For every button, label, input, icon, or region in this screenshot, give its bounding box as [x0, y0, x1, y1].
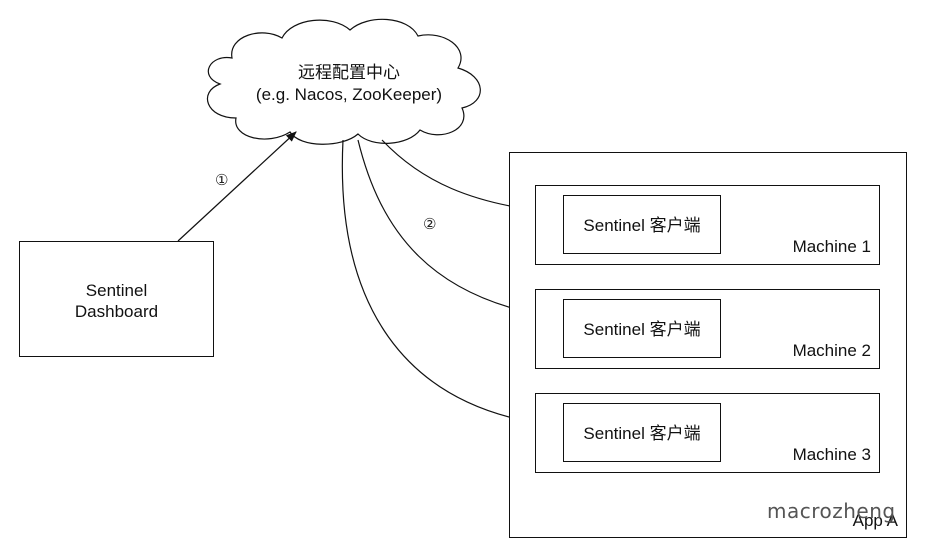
watermark-text: macrozheng [767, 499, 896, 523]
machine-3-label: Machine 3 [792, 445, 871, 464]
step-two-marker: ② [423, 215, 437, 233]
sentinel-dashboard-box: Sentinel Dashboard [19, 241, 214, 357]
config-center-examples: (e.g. Nacos, ZooKeeper) [255, 85, 443, 104]
machine-2-client-label: Sentinel 客户端 [583, 320, 701, 339]
machine-3-client-label: Sentinel 客户端 [583, 424, 701, 443]
dashboard-title-line2: Dashboard [74, 302, 159, 321]
machine-2-client-box: Sentinel 客户端 [563, 299, 721, 358]
machine-1-label: Machine 1 [792, 237, 871, 256]
dashboard-title-line1: Sentinel [85, 281, 148, 300]
machine-3-client-box: Sentinel 客户端 [563, 403, 721, 462]
push-rules-arrow [177, 131, 297, 242]
app-label: App A [852, 511, 898, 530]
config-center-cloud [207, 18, 481, 145]
step-one-marker: ① [215, 171, 229, 189]
config-center-title: 远程配置中心 [298, 63, 400, 82]
machine-1-client-box: Sentinel 客户端 [563, 195, 721, 254]
pull-rules-arrow-machine-3 [341, 139, 562, 430]
machine-2-label: Machine 2 [792, 341, 871, 360]
machine-1-client-label: Sentinel 客户端 [583, 216, 701, 235]
